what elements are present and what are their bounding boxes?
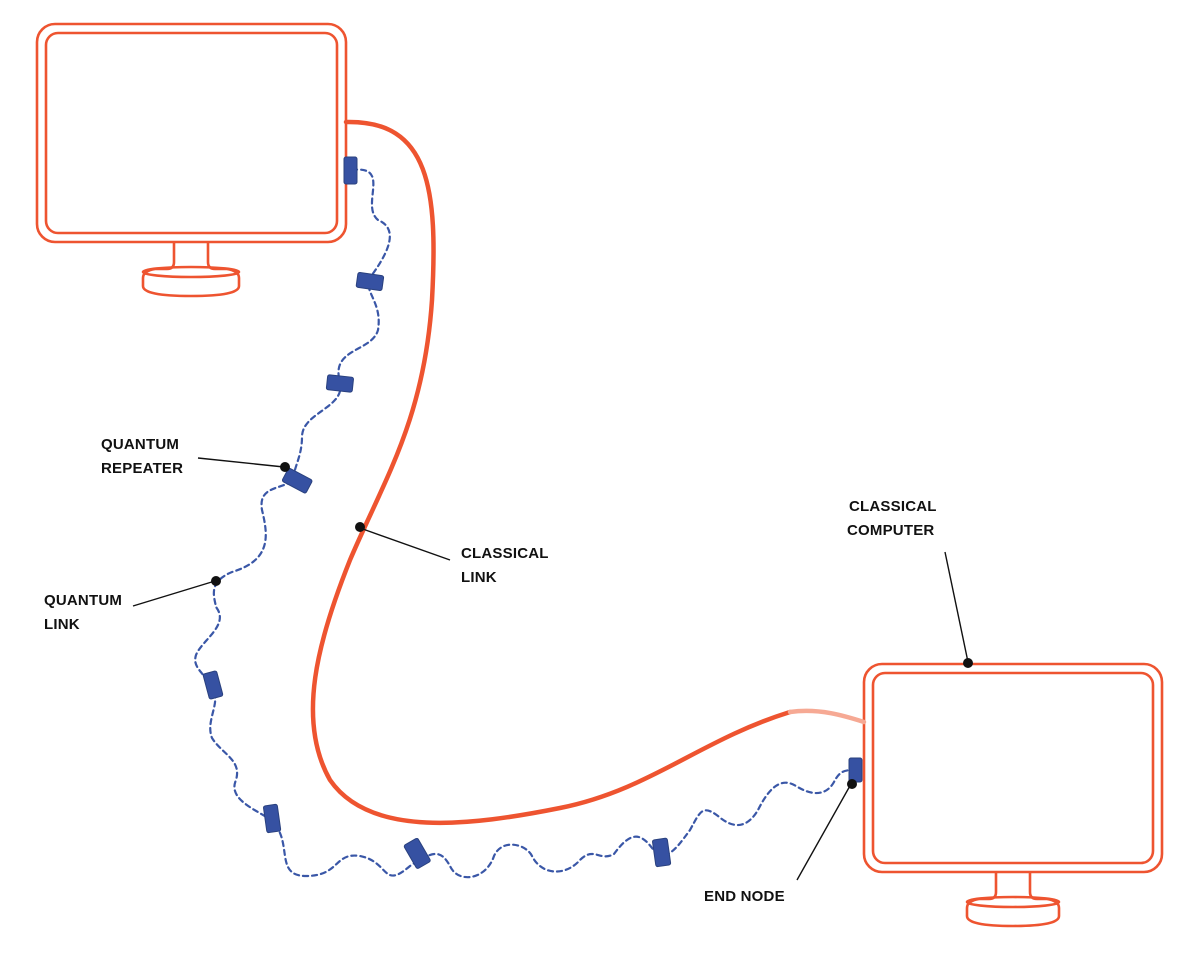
quantum-repeater-icon [281,467,313,494]
label-quantum-repeater-line2: REPEATER [101,460,183,477]
quantum-link-line [194,168,858,879]
label-classical-link-line1: CLASSICAL [461,545,549,562]
quantum-repeater-icon [848,757,863,783]
label-quantum-link-line1: QUANTUM [44,592,122,609]
label-quantum-link-line2: LINK [44,616,80,633]
quantum-repeater-icon [343,156,358,185]
label-quantum-repeater-line1: QUANTUM [101,436,179,453]
monitor-icon-bottom-right [862,662,1164,928]
quantum-repeater-icon [355,272,385,291]
quantum-repeater-icon [403,837,431,869]
label-classical-computer-line1: CLASSICAL [849,498,937,515]
callout-classical-computer: CLASSICAL COMPUTER [847,498,973,668]
monitor-icon-top-left [35,22,348,298]
callout-quantum-repeater: QUANTUM REPEATER [101,436,290,477]
label-classical-link-line2: LINK [461,569,497,586]
label-classical-computer-line2: COMPUTER [847,522,934,539]
quantum-repeater-icon [263,803,282,834]
classical-link-fade [787,708,867,725]
quantum-repeater-icon [652,837,672,868]
quantum-repeater-icon [325,374,354,393]
quantum-repeater-icon [202,670,224,700]
label-end-node: END NODE [704,888,785,905]
classical-link-line [310,119,793,826]
quantum-repeater-icons [202,156,863,869]
callout-quantum-link: QUANTUM LINK [44,576,221,633]
callout-classical-link: CLASSICAL LINK [355,522,549,586]
callout-end-node: END NODE [704,779,857,905]
